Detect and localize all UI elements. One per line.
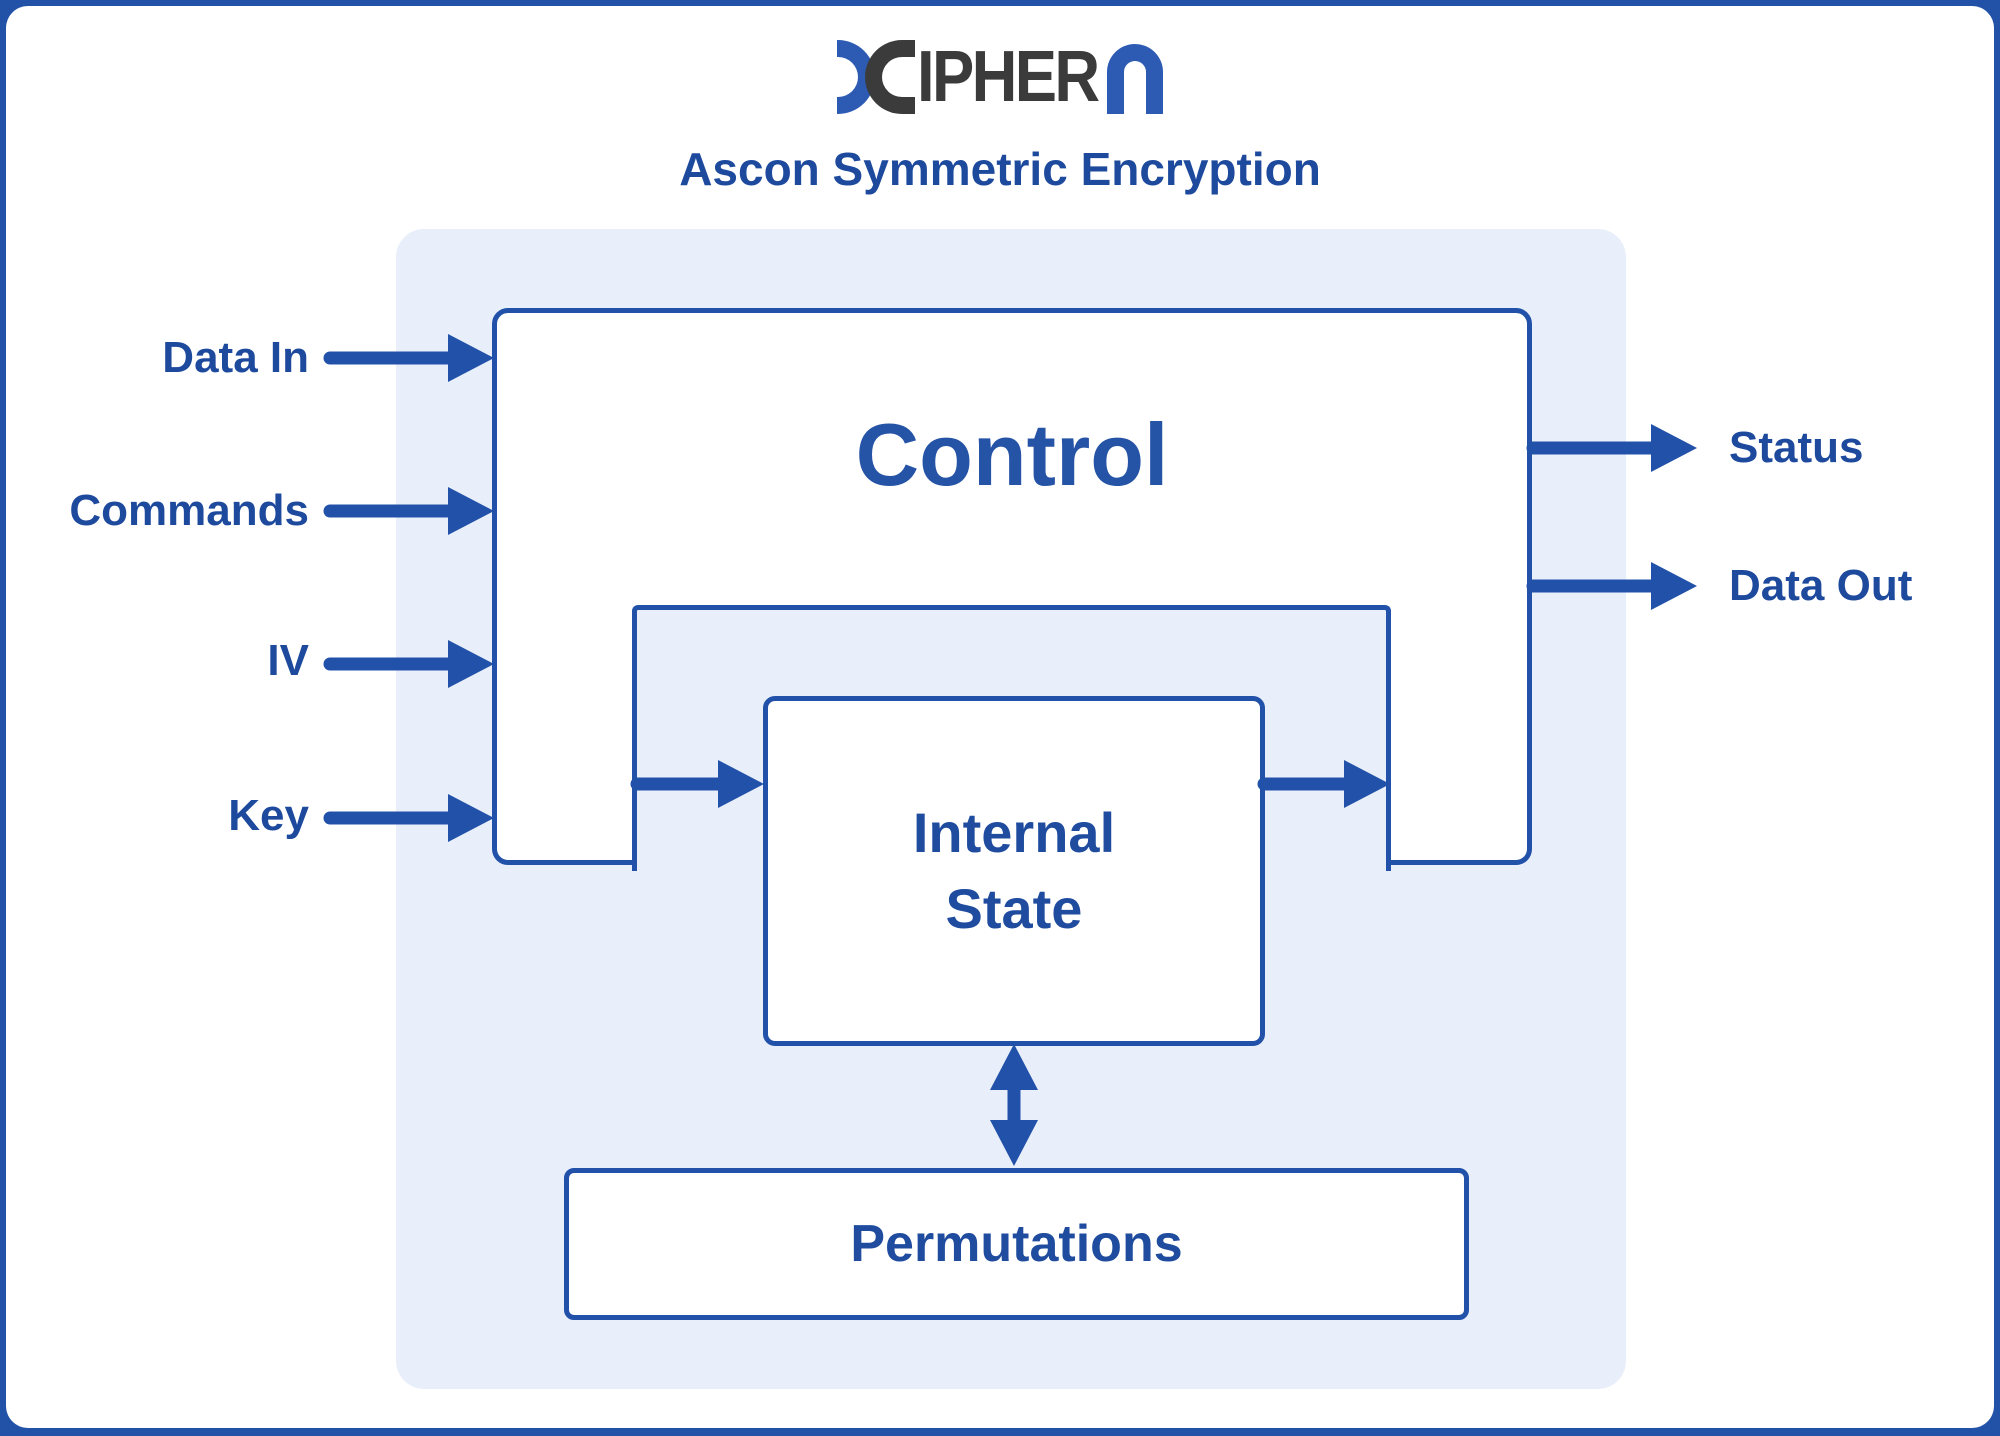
internal-state-line2: State xyxy=(945,877,1083,940)
diagram-card: IPHER Ascon Symmetric Encryption Control… xyxy=(6,6,1994,1428)
logo-letters: IPHER xyxy=(917,37,1100,117)
permutations-label: Permutations xyxy=(850,1215,1183,1273)
xiphera-x-dark-c-icon xyxy=(865,40,916,114)
control-block-label: Control xyxy=(855,405,1169,504)
port-label-data-in: Data In xyxy=(162,333,309,382)
port-label-commands: Commands xyxy=(69,486,309,535)
page-title: Ascon Symmetric Encryption xyxy=(679,143,1321,195)
internal-state-label: Internal State xyxy=(913,795,1115,946)
port-label-data-out: Data Out xyxy=(1729,561,1913,610)
internal-state-block: Internal State xyxy=(763,696,1265,1046)
permutations-block: Permutations xyxy=(564,1168,1469,1320)
internal-state-line1: Internal xyxy=(912,801,1116,865)
xiphera-a-arch-icon xyxy=(1106,44,1163,114)
port-label-status: Status xyxy=(1729,423,1864,472)
port-label-iv: IV xyxy=(267,636,309,685)
xiphera-logo: IPHER xyxy=(6,38,1994,116)
port-label-key: Key xyxy=(228,791,309,840)
